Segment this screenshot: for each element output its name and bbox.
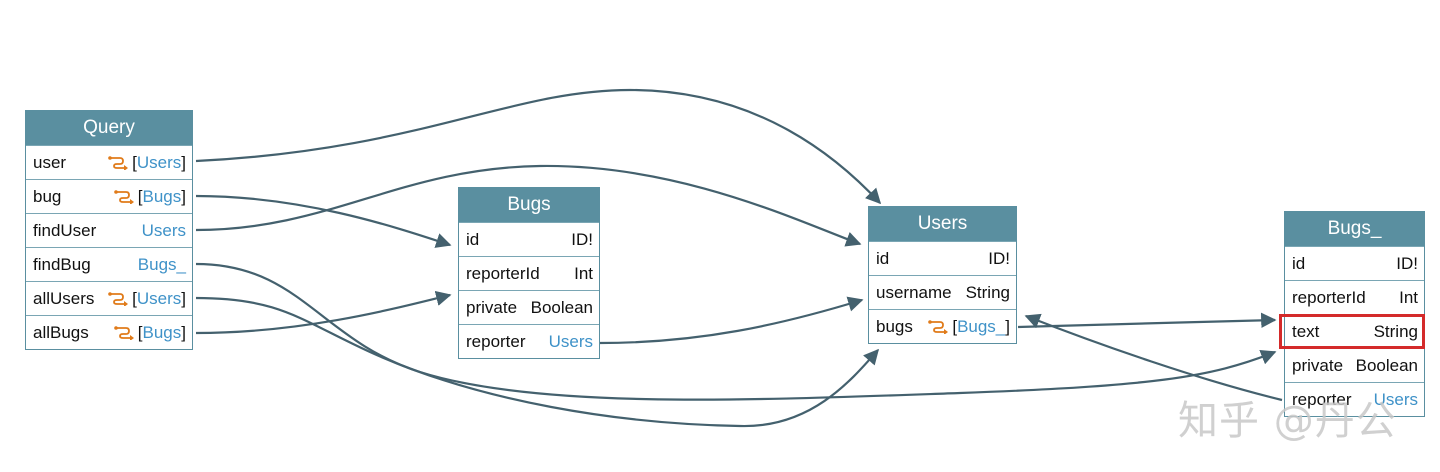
edge-query-finduser-to-users [195,164,862,247]
field-name: id [1292,254,1306,273]
field-name: findBug [33,255,91,274]
type-link-bugs[interactable]: Bugs [142,187,182,206]
type-link-bugs_[interactable]: Bugs_ [137,255,186,274]
bracket-open: [ [137,187,143,206]
bracket-close: ] [181,153,186,172]
type-link-bugs[interactable]: Bugs [142,323,182,342]
relation-list-icon [108,156,129,170]
field-name: reporter [466,332,526,351]
edge-users-bugs-to-bugs_ [1017,312,1277,329]
field-bugs-id[interactable]: id ID! [459,222,599,256]
edge-bugs-reporter-to-users [599,296,864,345]
type-link-users[interactable]: Users [136,153,182,172]
field-name: reporter [1292,390,1352,409]
watermark: 知乎 @丹公 [1178,398,1397,444]
field-name: user [33,153,67,172]
relation-list-icon [113,190,134,204]
field-type: Int [1399,288,1418,307]
type-link-users[interactable]: Users [1373,390,1418,409]
edge-query-findbug-to-bugs_ [195,262,1277,401]
field-type: String [1373,322,1418,341]
field-name: reporterId [1292,288,1366,307]
bracket-open: [ [952,317,958,336]
field-bugs_-reporterid[interactable]: reporterId Int [1285,280,1424,314]
edge-query-bug-to-bugs [195,194,452,248]
field-name: bug [33,187,62,206]
edge-bugs_-reporter-to-users [1024,313,1283,402]
field-name: reporterId [466,264,540,283]
field-query-finduser[interactable]: findUser Users [26,213,192,247]
field-query-allusers[interactable]: allUsers [Users] [26,281,192,315]
node-bugs[interactable]: Bugs id ID! reporterId Int private Boole… [458,187,600,359]
field-type[interactable]: [Bugs] [113,180,186,213]
bracket-close: ] [1005,317,1010,336]
field-name: private [466,298,518,317]
field-bugs-private[interactable]: private Boolean [459,290,599,324]
field-type: String [965,283,1010,302]
field-users-bugs[interactable]: bugs [Bugs_] [869,309,1016,343]
field-query-allbugs[interactable]: allBugs [Bugs] [26,315,192,349]
field-type: ID! [1396,254,1418,273]
field-bugs-reporter[interactable]: reporter Users [459,324,599,358]
type-link-bugs_[interactable]: Bugs_ [957,317,1006,336]
field-type[interactable]: [Users] [108,146,186,179]
field-bugs_-text[interactable]: text String [1285,314,1424,348]
field-name: allUsers [33,289,95,308]
field-bugs_-id[interactable]: id ID! [1285,246,1424,280]
field-type: ID! [988,249,1010,268]
node-title-users: Users [869,207,1016,241]
node-title-bugs_: Bugs_ [1285,212,1424,246]
node-users[interactable]: Users id ID! username String bugs [Bugs_… [868,206,1017,344]
field-type[interactable]: [Bugs_] [928,310,1010,343]
relation-list-icon [113,326,134,340]
relation-list-icon [108,292,129,306]
field-query-user[interactable]: user [Users] [26,145,192,179]
field-type: Boolean [530,298,593,317]
bracket-close: ] [181,323,186,342]
node-title-bugs: Bugs [459,188,599,222]
field-query-bug[interactable]: bug [Bugs] [26,179,192,213]
field-name: private [1292,356,1344,375]
field-type[interactable]: [Users] [108,282,186,315]
field-query-findbug[interactable]: findBug Bugs_ [26,247,192,281]
field-name: allBugs [33,323,89,342]
field-users-username[interactable]: username String [869,275,1016,309]
field-type: Boolean [1355,356,1418,375]
bracket-close: ] [181,289,186,308]
field-name: findUser [33,221,97,240]
field-bugs_-private[interactable]: private Boolean [1285,348,1424,382]
type-link-users[interactable]: Users [136,289,182,308]
field-name: username [876,283,952,302]
field-type[interactable]: [Bugs] [113,316,186,349]
edge-query-allbugs-to-bugs [195,290,452,335]
relation-list-icon [928,320,949,334]
field-name: id [876,249,890,268]
node-title-query: Query [26,111,192,145]
field-bugs-reporterid[interactable]: reporterId Int [459,256,599,290]
bracket-open: [ [137,323,143,342]
bracket-open: [ [132,153,137,172]
edge-query-allusers-to-users [195,296,880,428]
edge-query-user-to-users [195,88,882,205]
node-query[interactable]: Query user [Users] bug [Bugs] findUser U… [25,110,193,350]
field-name: bugs [876,317,913,336]
field-type: ID! [571,230,593,249]
bracket-close: ] [181,187,186,206]
type-link-users[interactable]: Users [548,332,593,351]
node-bugs_[interactable]: Bugs_ id ID! reporterId Int text String … [1284,211,1425,417]
type-link-users[interactable]: Users [141,221,186,240]
field-type: Int [574,264,593,283]
bracket-open: [ [132,289,137,308]
field-name: text [1292,322,1320,341]
field-users-id[interactable]: id ID! [869,241,1016,275]
field-name: id [466,230,480,249]
field-bugs_-reporter[interactable]: reporter Users [1285,382,1424,416]
